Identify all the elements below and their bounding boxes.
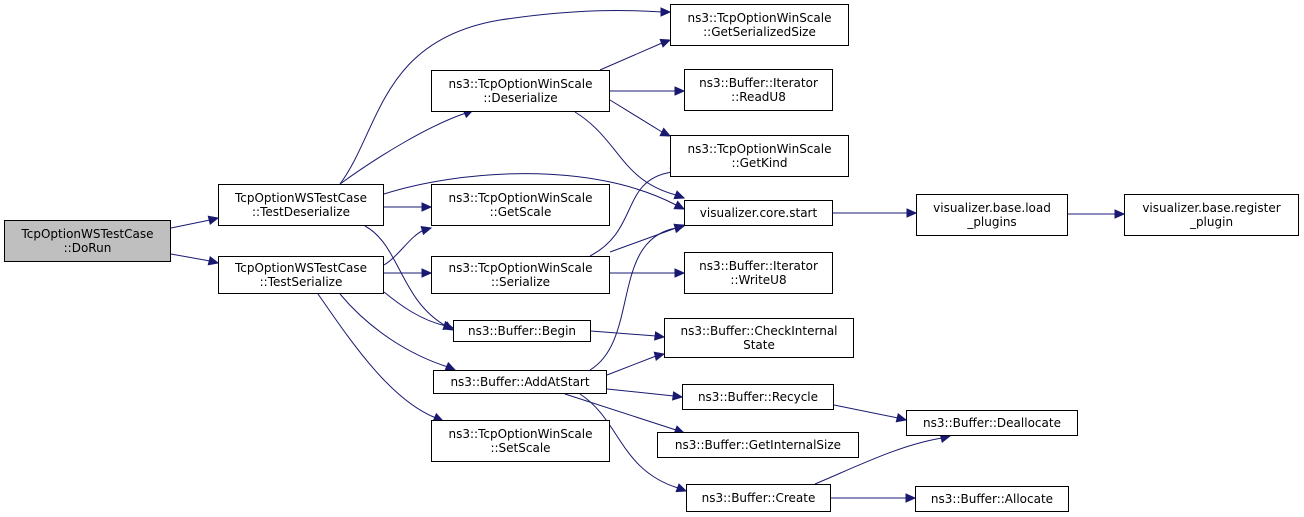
arrowhead-addatstart-recycle [672,391,684,401]
node-corestart-label: visualizer.core.start [699,206,818,220]
node-testserialize[interactable]: TcpOptionWSTestCase ::TestSerialize [218,256,384,294]
node-serialize-label: ns3::TcpOptionWinScale ::Serialize [448,261,593,289]
edge-addatstart-create [579,393,679,489]
arrowhead-deserialize-corestart [673,190,686,200]
arrowhead-corestart-loadplugins [906,208,918,218]
node-setscale[interactable]: ns3::TcpOptionWinScale ::SetScale [431,420,610,462]
arrowhead-deserialize-getkind [659,127,672,137]
edge-testdeserialize-corestart [383,173,677,206]
node-testserialize-label: TcpOptionWSTestCase ::TestSerialize [234,261,368,289]
edge-testserialize-setscale [317,293,437,419]
node-checkinternalstate[interactable]: ns3::Buffer::CheckInternal State [664,318,854,358]
arrowhead-dorun-testserialize [207,256,220,266]
node-create[interactable]: ns3::Buffer::Create [686,484,831,512]
node-corestart[interactable]: visualizer.core.start [684,200,833,226]
edge-testserialize-getscale [383,229,425,266]
edge-addatstart-checkinternalstate [606,355,657,376]
edge-dorun-testdeserialize [170,219,211,229]
edge-addatstart-corestart [589,227,677,371]
node-getinternalsize-label: ns3::Buffer::GetInternalSize [674,438,842,452]
edge-addatstart-recycle [606,388,675,397]
node-registerplugin-label: visualizer.base.register _plugin [1142,201,1281,229]
edge-testserialize-addatstart [339,293,449,368]
edge-deserialize-getserializedsize [599,42,663,71]
node-deserialize[interactable]: ns3::TcpOptionWinScale ::Deserialize [431,70,610,112]
arrowhead-create-allocate [905,493,917,503]
node-serialize[interactable]: ns3::TcpOptionWinScale ::Serialize [431,256,610,294]
node-addatstart[interactable]: ns3::Buffer::AddAtStart [433,370,607,394]
arrowhead-begin-checkinternalstate [654,331,666,341]
node-checkinternalstate-label: ns3::Buffer::CheckInternal State [680,324,838,352]
edge-testdeserialize-deserialize [339,112,467,185]
arrowhead-testserialize-serialize [421,268,433,278]
edge-recycle-deallocate [833,404,899,419]
node-getscale[interactable]: ns3::TcpOptionWinScale ::GetScale [431,184,610,226]
node-testdeserialize-label: TcpOptionWSTestCase ::TestDeserialize [234,191,368,219]
node-allocate[interactable]: ns3::Buffer::Allocate [915,486,1069,512]
arrowhead-testserialize-getscale [420,225,433,236]
arrowhead-deserialize-getserializedsize [659,38,672,48]
node-allocate-label: ns3::Buffer::Allocate [930,492,1054,506]
node-deallocate[interactable]: ns3::Buffer::Deallocate [906,410,1078,436]
node-loadplugins[interactable]: visualizer.base.load _plugins [916,194,1068,236]
edge-begin-checkinternalstate [590,330,657,337]
node-create-label: ns3::Buffer::Create [701,491,816,505]
arrowhead-dorun-testdeserialize [207,215,220,225]
arrowhead-deserialize-readu8 [674,86,686,96]
node-deserialize-label: ns3::TcpOptionWinScale ::Deserialize [448,77,593,105]
node-readu8-label: ns3::Buffer::Iterator ::ReadU8 [699,76,818,104]
arrowhead-testdeserialize-getserializedsize [660,7,672,17]
edge-addatstart-getinternalsize [564,393,677,431]
node-testdeserialize[interactable]: TcpOptionWSTestCase ::TestDeserialize [218,184,384,226]
node-dorun-label: TcpOptionWSTestCase ::DoRun [21,227,154,255]
node-getinternalsize[interactable]: ns3::Buffer::GetInternalSize [657,432,859,458]
edge-deserialize-getkind [609,99,663,133]
node-getkind[interactable]: ns3::TcpOptionWinScale ::GetKind [670,135,849,177]
node-getkind-label: ns3::TcpOptionWinScale ::GetKind [687,142,832,170]
node-registerplugin[interactable]: visualizer.base.register _plugin [1124,194,1299,236]
arrowhead-addatstart-checkinternalstate [653,351,666,361]
node-loadplugins-label: visualizer.base.load _plugins [933,201,1051,229]
arrowhead-testserialize-begin [442,320,455,331]
arrowhead-addatstart-create [675,483,688,493]
arrowhead-recycle-deallocate [895,413,908,423]
node-setscale-label: ns3::TcpOptionWinScale ::SetScale [448,427,593,455]
node-begin[interactable]: ns3::Buffer::Begin [453,320,591,342]
edge-deserialize-corestart [574,111,677,196]
node-getscale-label: ns3::TcpOptionWinScale ::GetScale [448,191,593,219]
edge-serialize-corestart [609,227,677,253]
edge-testdeserialize-getserializedsize [339,9,663,185]
node-dorun[interactable]: TcpOptionWSTestCase ::DoRun [4,220,171,262]
edge-create-deallocate [814,437,943,485]
node-writeu8-label: ns3::Buffer::Iterator ::WriteU8 [699,259,818,287]
arrowhead-loadplugins-registerplugin [1114,209,1126,219]
edge-dorun-testserialize [170,253,211,262]
node-recycle[interactable]: ns3::Buffer::Recycle [682,384,834,410]
node-deallocate-label: ns3::Buffer::Deallocate [923,416,1061,430]
arrowhead-serialize-writeu8 [674,268,686,278]
node-getserializedsize[interactable]: ns3::TcpOptionWinScale ::GetSerializedSi… [670,4,849,46]
node-writeu8[interactable]: ns3::Buffer::Iterator ::WriteU8 [684,252,833,294]
edge-serialize-getkind [589,171,673,257]
arrowhead-testdeserialize-corestart [673,200,686,210]
arrowhead-testserialize-addatstart [444,361,457,371]
node-readu8[interactable]: ns3::Buffer::Iterator ::ReadU8 [684,69,833,111]
node-getserializedsize-label: ns3::TcpOptionWinScale ::GetSerializedSi… [687,11,832,39]
arrowhead-testdeserialize-getscale [421,202,433,212]
node-begin-label: ns3::Buffer::Begin [467,324,577,338]
arrowhead-addatstart-corestart [673,223,686,233]
edge-testserialize-begin [383,291,447,327]
node-addatstart-label: ns3::Buffer::AddAtStart [450,375,590,389]
node-recycle-label: ns3::Buffer::Recycle [697,390,819,404]
